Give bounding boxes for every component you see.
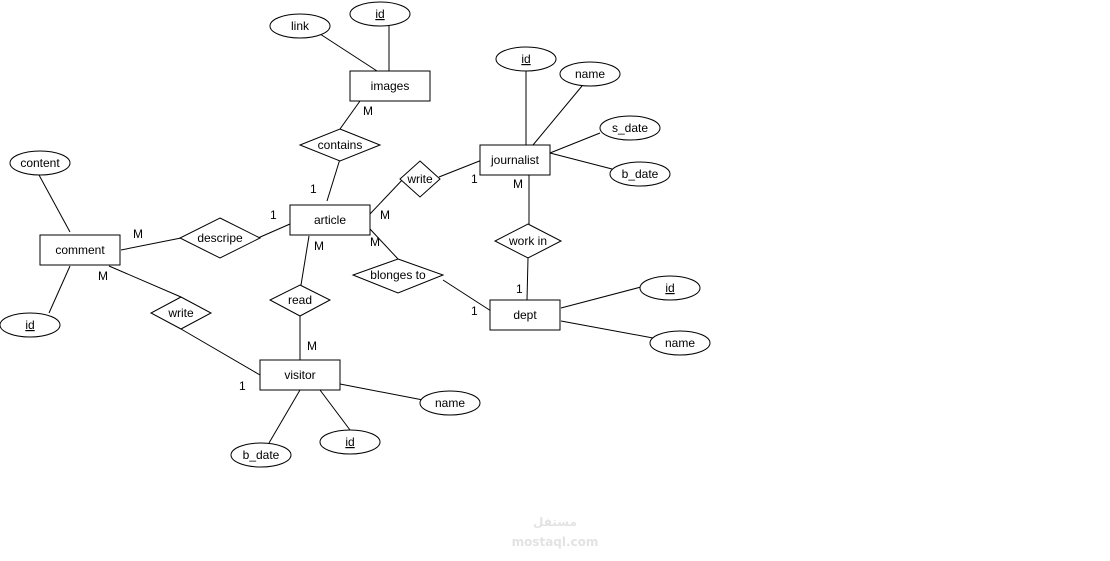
attribute-images-id-label: id: [375, 7, 384, 21]
relationship-write-comment[interactable]: write: [149, 296, 213, 330]
article-read-line: [300, 235, 310, 286]
attribute-comment-id[interactable]: id: [0, 312, 61, 338]
attribute-journalist-b-date-label: b_date: [622, 167, 659, 181]
relationship-blonges-to-label: blonges to: [370, 268, 426, 282]
cardinality-article-descripe: 1: [270, 208, 277, 222]
cardinality-article-read: M: [314, 239, 324, 253]
journalist-sdate-attr-line: [549, 132, 601, 154]
cardinality-article-contains: 1: [310, 182, 317, 196]
attribute-journalist-b-date[interactable]: b_date: [609, 161, 671, 187]
cardinality-comment-write: M: [98, 269, 108, 283]
attribute-images-link-label: link: [291, 19, 310, 33]
mostaql-watermark: مستقل mostaql.com: [512, 515, 599, 549]
relationship-read-label: read: [288, 293, 312, 307]
attribute-visitor-name-label: name: [435, 396, 465, 410]
attribute-visitor-b-date[interactable]: b_date: [230, 442, 292, 468]
relationship-blonges-to[interactable]: blonges to: [351, 258, 445, 294]
descripe-comment-line: [120, 237, 182, 251]
entity-visitor[interactable]: visitor: [259, 359, 341, 391]
cardinality-visitor-read: M: [307, 339, 317, 353]
relationship-write-comment-label: write: [167, 306, 194, 320]
attribute-journalist-id-label: id: [521, 52, 530, 66]
dept-name-attr-line: [560, 320, 654, 339]
attribute-journalist-name[interactable]: name: [559, 61, 621, 87]
cardinality-journalist-workin: M: [513, 177, 523, 191]
article-blonges-line: [369, 228, 399, 260]
visitor-bdate-attr-line: [268, 389, 301, 444]
relationship-work-in-label: work in: [508, 234, 547, 248]
cardinality-labels: M 1 M 1 M 1 M 1 M 1 M M M 1: [98, 104, 523, 393]
relationship-read[interactable]: read: [268, 284, 332, 317]
blonges-dept-line: [442, 279, 492, 312]
entity-comment[interactable]: comment: [39, 234, 121, 266]
dept-id-attr-line: [560, 286, 642, 309]
comment-id-attr-line: [48, 265, 71, 314]
entity-journalist-label: journalist: [490, 153, 540, 167]
article-write-line: [369, 176, 406, 215]
cardinality-comment-descripe: M: [133, 227, 143, 241]
relationship-descripe[interactable]: descripe: [178, 217, 262, 259]
entity-dept-label: dept: [513, 308, 537, 322]
cardinality-visitor-write: 1: [239, 379, 246, 393]
attribute-journalist-name-label: name: [575, 67, 605, 81]
attribute-journalist-id[interactable]: id: [495, 46, 557, 72]
attribute-journalist-s-date-label: s_date: [612, 121, 648, 135]
attribute-dept-name-label: name: [665, 336, 695, 350]
relationship-work-in[interactable]: work in: [493, 223, 563, 259]
entity-comment-label: comment: [55, 243, 105, 257]
cardinality-images-contains: M: [363, 104, 373, 118]
attribute-images-link[interactable]: link: [269, 13, 331, 39]
article-descripe-line: [257, 223, 291, 239]
entity-article-label: article: [314, 213, 346, 227]
attribute-visitor-id-label: id: [345, 435, 354, 449]
write-journalist-line: [438, 159, 483, 178]
attribute-visitor-id[interactable]: id: [319, 429, 381, 455]
attribute-visitor-b-date-label: b_date: [243, 448, 280, 462]
relationship-contains-label: contains: [318, 138, 363, 152]
relationship-contains[interactable]: contains: [298, 128, 382, 162]
entity-visitor-label: visitor: [284, 368, 315, 382]
watermark-url: mostaql.com: [512, 535, 599, 549]
cardinality-article-blonges: M: [370, 235, 380, 249]
comment-content-attr-line: [38, 174, 71, 233]
relationship-descripe-label: descripe: [197, 231, 243, 245]
workin-dept-line: [526, 257, 529, 301]
entity-article[interactable]: article: [289, 204, 371, 236]
cardinality-dept-workin: 1: [516, 282, 523, 296]
watermark-logo-text: مستقل: [533, 515, 577, 529]
journalist-bdate-attr-line: [549, 152, 613, 170]
entity-images[interactable]: images: [349, 70, 431, 102]
visitor-id-attr-line: [319, 389, 351, 431]
write-visitor-line: [180, 328, 261, 376]
attribute-dept-name[interactable]: name: [649, 330, 711, 356]
attribute-dept-id-label: id: [665, 281, 674, 295]
connector-lines: [38, 26, 654, 444]
attribute-comment-content[interactable]: content: [9, 150, 71, 176]
relationship-write-journalist[interactable]: write: [399, 160, 441, 198]
entity-dept[interactable]: dept: [489, 299, 561, 331]
contains-article-line: [326, 158, 341, 202]
cardinality-journalist-write: 1: [471, 172, 478, 186]
attribute-journalist-s-date[interactable]: s_date: [599, 115, 661, 141]
attribute-comment-content-label: content: [20, 156, 60, 170]
attribute-dept-id[interactable]: id: [639, 275, 701, 301]
visitor-name-attr-line: [339, 383, 424, 401]
cardinality-article-write: M: [380, 208, 390, 222]
relationship-write-journalist-label: write: [406, 172, 433, 186]
images-contains-line: [339, 100, 361, 130]
comment-write-line: [108, 265, 182, 298]
journalist-name-attr-line: [532, 85, 583, 146]
attribute-images-id[interactable]: id: [349, 1, 411, 27]
attribute-visitor-name[interactable]: name: [419, 390, 481, 416]
link-attr-line: [316, 31, 378, 72]
cardinality-dept-blonges: 1: [471, 304, 478, 318]
entity-journalist[interactable]: journalist: [479, 144, 551, 176]
attribute-comment-id-label: id: [25, 318, 34, 332]
entity-images-label: images: [371, 79, 410, 93]
